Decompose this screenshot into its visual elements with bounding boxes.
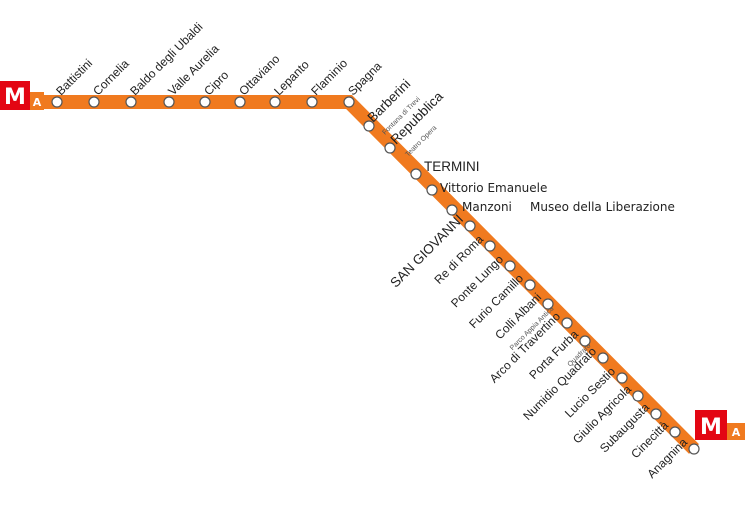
station-label: Spagna (345, 59, 384, 98)
station-label: TERMINI (424, 159, 480, 174)
station-dot[interactable] (504, 260, 516, 272)
metro-logo-m-letter: M (700, 415, 722, 440)
station-dot[interactable] (199, 96, 211, 108)
station-label: Manzoni (462, 200, 512, 214)
station-dot[interactable] (597, 352, 609, 364)
station-extra-label: Museo della Liberazione (530, 200, 675, 214)
station-manzoni[interactable]: Manzoni Museo della Liberazione (446, 200, 675, 216)
station-dot[interactable] (51, 96, 63, 108)
metro-logo-m-box (695, 410, 727, 440)
station-label: Cornelia (90, 56, 132, 98)
station-dot[interactable] (269, 96, 281, 108)
metro-logo-m-box (0, 81, 30, 110)
station-dot[interactable] (632, 390, 644, 402)
metro-logo-a-box (727, 423, 745, 440)
station-dot[interactable] (446, 204, 458, 216)
station-dot[interactable] (306, 96, 318, 108)
station-dot[interactable] (542, 298, 554, 310)
station-label: Battistini (53, 56, 95, 98)
line-a-track (40, 95, 699, 454)
station-termini[interactable]: TERMINI (410, 159, 480, 180)
station-dot[interactable] (688, 443, 700, 455)
metro-logo-a-box (30, 92, 44, 110)
station-label: SAN GIOVANNI (387, 212, 466, 291)
metro-logo-a-letter: A (732, 426, 741, 439)
station-dot[interactable] (426, 184, 438, 196)
station-dot[interactable] (88, 96, 100, 108)
station-dot[interactable] (125, 96, 137, 108)
station-dot[interactable] (524, 279, 536, 291)
station-dot[interactable] (650, 408, 662, 420)
station-vittorio-emanuele[interactable]: Vittorio Emanuele (426, 181, 547, 196)
station-dot[interactable] (163, 96, 175, 108)
station-dot[interactable] (669, 426, 681, 438)
station-dot[interactable] (616, 372, 628, 384)
station-dot[interactable] (410, 168, 422, 180)
station-dot[interactable] (363, 120, 375, 132)
station-dot[interactable] (484, 240, 496, 252)
metro-logo-m-letter: M (4, 85, 26, 110)
station-dot[interactable] (234, 96, 246, 108)
line-a-path (40, 95, 699, 454)
station-label: Vittorio Emanuele (440, 181, 547, 195)
station-dot[interactable] (579, 335, 591, 347)
station-dot[interactable] (561, 317, 573, 329)
station-label: Cipro (201, 68, 231, 98)
station-dot[interactable] (384, 142, 396, 154)
metro-logo-east: M A (695, 410, 745, 440)
metro-logo-west: M A (0, 81, 44, 110)
metro-logo-a-letter: A (33, 96, 42, 109)
station-dot[interactable] (464, 220, 476, 232)
station-label: Flaminio (308, 56, 350, 98)
station-dot[interactable] (343, 96, 355, 108)
